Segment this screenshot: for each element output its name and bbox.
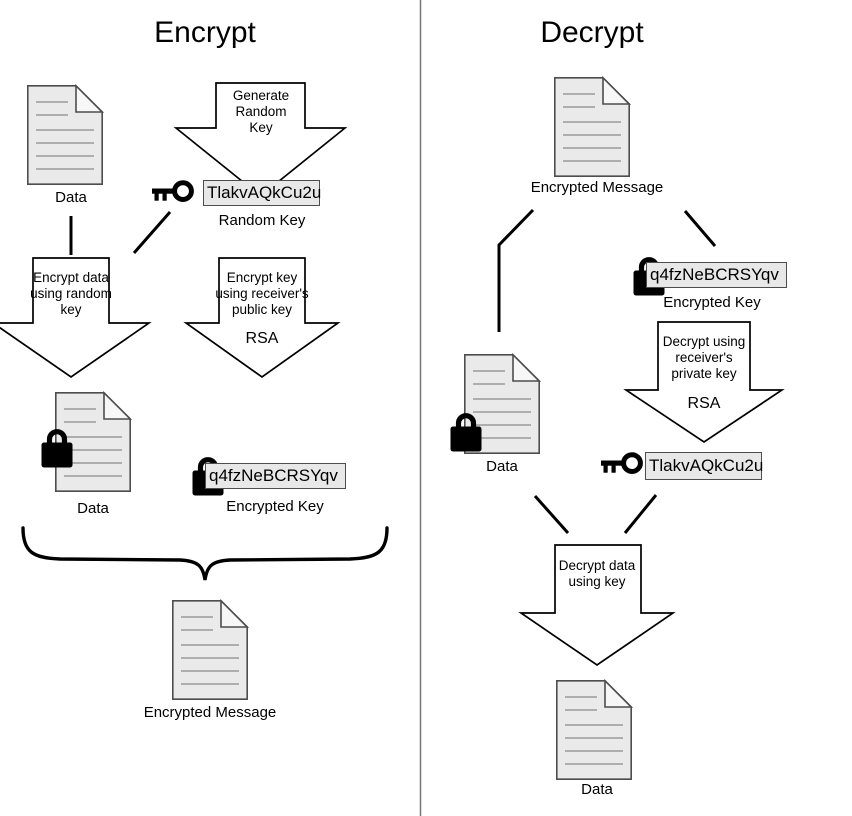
encrypt-data-arrow-label: Encrypt data using random key [14, 270, 128, 318]
encrypt-output-caption: Encrypted Message [143, 704, 277, 721]
encrypted-document-caption: Data [77, 500, 109, 517]
arrow-label-line: private key [671, 366, 737, 381]
arrow-label-line: Decrypt data [558, 558, 636, 573]
decrypt-output-caption: Data [581, 781, 613, 798]
decrypt-key-arrow [623, 321, 785, 444]
decrypt-data-arrow [518, 544, 676, 667]
encrypt-panel-title: Encrypt [154, 16, 256, 49]
document-icon [26, 85, 103, 185]
encrypted-key-value: q4fzNeBCRSYqv [209, 466, 338, 485]
random-key-caption: Random Key [218, 212, 306, 229]
arrow-label-line: public key [231, 302, 293, 317]
merge-brace [21, 526, 389, 581]
decrypt-key-algorithm-label: RSA [687, 395, 721, 412]
random-key-value: TlakvAQkCu2u [207, 183, 322, 202]
arrow-label-line: using random [30, 286, 112, 301]
encrypted-key-caption: Encrypted Key [226, 498, 324, 515]
decrypt-encrypted-key-box[interactable]: q4fzNeBCRSYqv [646, 262, 787, 288]
decrypt-key-arrow-label: Decrypt using receiver's private key [648, 334, 760, 382]
encrypted-key-value: q4fzNeBCRSYqv [650, 265, 779, 284]
arrow-label-line: using receiver's [215, 286, 309, 301]
decrypt-input-caption: Encrypted Message [530, 179, 664, 196]
connector-data-to-decrypt-arrow [533, 495, 570, 534]
connector-message-to-data [497, 208, 535, 332]
encrypt-key-arrow-label: Encrypt key using receiver's public key [205, 270, 319, 318]
generate-random-key-arrow-label: Generate Random Key [200, 88, 322, 136]
decrypt-panel-title: Decrypt [540, 16, 644, 49]
arrow-label-line: key [60, 302, 82, 317]
connector-key-to-encrypt-arrow [132, 211, 172, 254]
key-icon [152, 183, 191, 201]
encrypt-key-arrow [183, 257, 341, 379]
generate-random-key-arrow [173, 82, 348, 198]
encrypt-data-arrow [0, 257, 152, 379]
arrow-label-line: Generate [232, 88, 290, 103]
arrow-label-line: Random [235, 104, 287, 119]
random-key-value: TlakvAQkCu2u [649, 456, 764, 475]
connector-key-to-decrypt-arrow [623, 494, 658, 534]
decrypt-data-arrow-label: Decrypt data using key [541, 558, 653, 590]
encrypted-key-box[interactable]: q4fzNeBCRSYqv [205, 463, 346, 489]
encrypt-input-document-caption: Data [55, 189, 87, 206]
decrypt-locked-data-caption: Data [486, 458, 518, 475]
random-key-box[interactable]: TlakvAQkCu2u [203, 180, 322, 206]
arrow-label-line: receiver's [675, 350, 733, 365]
arrow-label-line: Encrypt key [226, 270, 298, 285]
connector-message-to-encrypted-key [683, 210, 717, 247]
arrow-label-line: using key [568, 574, 626, 589]
document-icon [555, 679, 633, 781]
arrow-label-line: Key [249, 120, 273, 135]
encrypt-key-algorithm-label: RSA [245, 330, 279, 347]
arrow-label-line: Decrypt using [662, 334, 746, 349]
decrypt-encrypted-key-caption: Encrypted Key [663, 294, 761, 311]
decrypt-random-key-box[interactable]: TlakvAQkCu2u [645, 452, 764, 480]
key-icon [601, 455, 640, 473]
document-icon [172, 599, 248, 701]
document-icon [553, 77, 631, 177]
arrow-label-line: Encrypt data [33, 270, 109, 285]
